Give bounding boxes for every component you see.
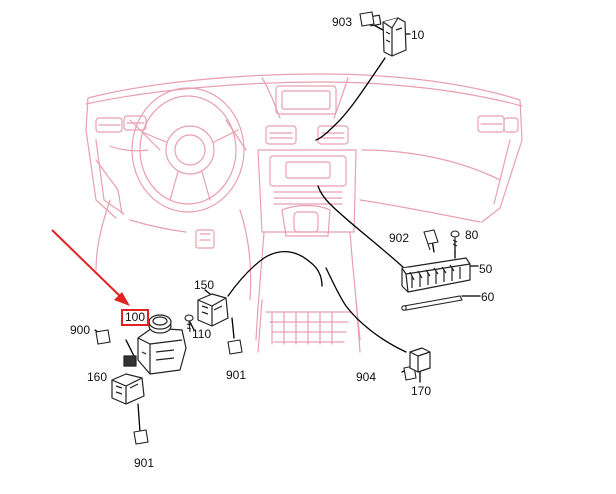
part-80-screw <box>450 230 460 250</box>
label-10: 10 <box>411 28 425 42</box>
part-901-clip-top <box>227 339 243 355</box>
label-901-bottom: 901 <box>134 456 155 470</box>
label-901-top: 901 <box>226 368 247 382</box>
part-110-screw <box>184 314 194 333</box>
label-150: 150 <box>194 278 215 292</box>
label-100-highlighted: 100 <box>121 309 150 326</box>
label-50: 50 <box>479 262 493 276</box>
part-900-clip <box>95 329 111 345</box>
part-50-switch-panel <box>401 257 471 293</box>
label-900: 900 <box>70 323 91 337</box>
dashboard-outline <box>85 73 523 353</box>
part-903-clip <box>359 11 375 27</box>
part-160-switch <box>111 373 145 405</box>
label-80: 80 <box>465 228 479 242</box>
label-160: 160 <box>87 370 108 384</box>
label-170: 170 <box>411 384 432 398</box>
part-100-controller <box>123 314 187 375</box>
label-902: 902 <box>389 231 410 245</box>
highlight-arrow <box>51 229 130 306</box>
label-904: 904 <box>356 370 377 384</box>
part-60-strip <box>401 295 463 311</box>
label-903: 903 <box>332 15 353 29</box>
part-901-clip-bottom <box>133 429 149 445</box>
label-110: 110 <box>192 327 212 341</box>
part-170-switch <box>409 347 431 373</box>
part-902-clip <box>423 229 439 251</box>
label-60: 60 <box>481 290 495 304</box>
part-10-switch <box>368 14 407 57</box>
part-150-switch <box>197 293 229 327</box>
